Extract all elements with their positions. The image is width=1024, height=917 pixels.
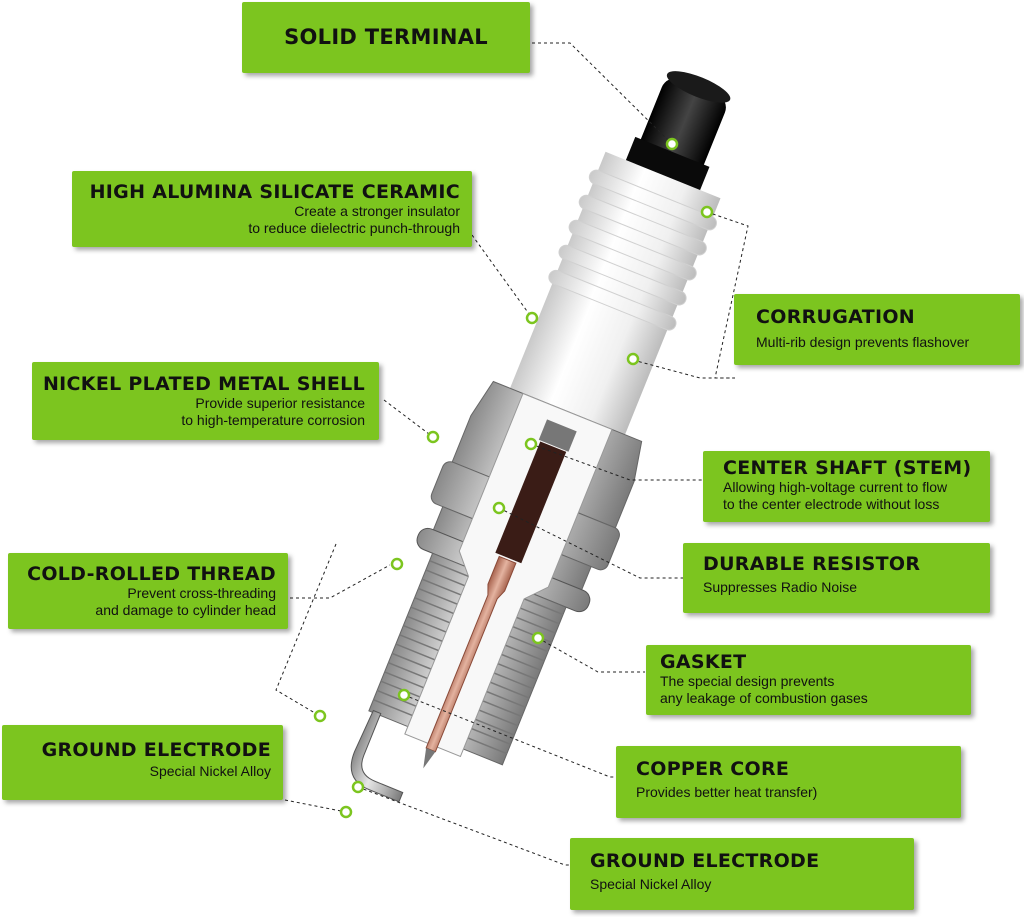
callout-title: COLD-ROLLED THREAD <box>27 563 276 585</box>
callout-desc-line1: Suppresses Radio Noise <box>703 579 858 595</box>
ground-electrode-part <box>350 709 404 803</box>
dot-corrugation-upper <box>700 205 714 219</box>
callout-desc-line1: Special Nickel Alloy <box>590 876 712 892</box>
callout-desc-line1: Provides better heat transfer) <box>636 784 818 800</box>
spark-plug <box>350 71 731 803</box>
callout-desc-line1: Create a stronger insulator <box>294 203 460 219</box>
callout-cold-rolled-thread: COLD-ROLLED THREAD Prevent cross-threadi… <box>8 553 288 629</box>
callout-title: SOLID TERMINAL <box>284 25 488 49</box>
callout-ground-electrode-left: GROUND ELECTRODE Special Nickel Alloy <box>2 725 283 800</box>
callout-corrugation: CORRUGATION Multi-rib design prevents fl… <box>734 294 1020 365</box>
dot-corrugation-lower <box>626 352 640 366</box>
dot-ground-left <box>313 709 327 723</box>
callout-metal-shell: NICKEL PLATED METAL SHELL Provide superi… <box>32 362 379 440</box>
callout-desc-line2: any leakage of combustion gases <box>660 690 868 706</box>
ceramic-insulator <box>508 151 721 440</box>
callout-desc-line1: Prevent cross-threading <box>127 585 276 601</box>
callout-center-shaft: CENTER SHAFT (STEM) Allowing high-voltag… <box>703 451 990 522</box>
callout-title: CENTER SHAFT (STEM) <box>723 457 972 479</box>
callout-title: CORRUGATION <box>756 306 915 328</box>
callout-title: COPPER CORE <box>636 758 790 780</box>
leader-lines <box>275 42 749 866</box>
callout-desc-line2: to the center electrode without loss <box>723 496 940 512</box>
callout-title: GROUND ELECTRODE <box>41 739 271 761</box>
callout-title: DURABLE RESISTOR <box>703 553 921 575</box>
callout-title: HIGH ALUMINA SILICATE CERAMIC <box>89 181 460 203</box>
callout-solid-terminal: SOLID TERMINAL <box>242 2 530 73</box>
callout-desc-line1: Special Nickel Alloy <box>149 763 271 779</box>
dot-ground-bottom-b <box>339 805 353 819</box>
callout-ground-electrode-bottom: GROUND ELECTRODE Special Nickel Alloy <box>570 838 914 910</box>
dot-solid-terminal <box>665 137 679 151</box>
callout-desc-line2: and damage to cylinder head <box>95 602 276 618</box>
dot-ceramic <box>525 311 539 325</box>
terminal-part <box>624 71 731 195</box>
callout-copper-core: COPPER CORE Provides better heat transfe… <box>616 746 961 818</box>
dot-resistor <box>492 501 506 515</box>
callout-desc-line1: Allowing high-voltage current to flow <box>723 479 948 495</box>
dot-gasket <box>531 631 545 645</box>
callout-desc-line2: to reduce dielectric punch-through <box>248 220 460 236</box>
callout-gasket: GASKET The special design prevents any l… <box>646 645 971 715</box>
dot-metal-shell <box>426 430 440 444</box>
callout-title: GASKET <box>660 651 747 673</box>
callout-desc-line1: The special design prevents <box>660 673 835 689</box>
dot-copper-core <box>397 688 411 702</box>
callout-title: GROUND ELECTRODE <box>590 850 820 872</box>
callout-desc-line1: Multi-rib design prevents flashover <box>756 334 970 350</box>
callout-desc-line1: Provide superior resistance <box>195 395 365 411</box>
callout-durable-resistor: DURABLE RESISTOR Suppresses Radio Noise <box>683 543 990 613</box>
callout-title: NICKEL PLATED METAL SHELL <box>42 373 365 395</box>
callout-ceramic: HIGH ALUMINA SILICATE CERAMIC Create a s… <box>72 171 472 247</box>
dot-center-shaft <box>524 437 538 451</box>
dot-ground-bottom-a <box>351 780 365 794</box>
callout-desc-line2: to high-temperature corrosion <box>181 412 365 428</box>
marker-dots <box>313 137 714 819</box>
cutaway-section <box>404 392 613 769</box>
dot-thread <box>390 557 404 571</box>
